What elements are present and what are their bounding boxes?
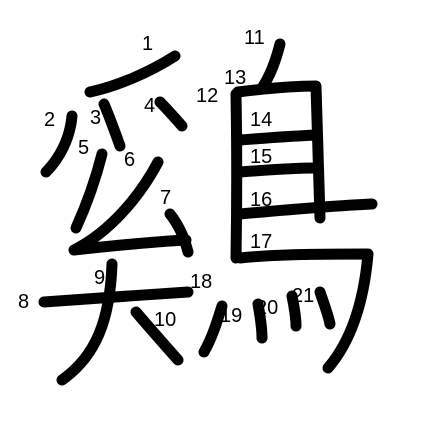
stroke-6	[68, 156, 192, 256]
stroke-number-8: 8	[18, 291, 29, 313]
stroke-number-16: 16	[250, 189, 272, 211]
stroke-18	[198, 300, 228, 358]
stroke-20	[286, 290, 302, 332]
stroke-14	[234, 129, 322, 146]
stroke-9	[56, 258, 118, 386]
stroke-number-11: 11	[244, 27, 265, 49]
stroke-3	[98, 98, 126, 152]
stroke-number-18: 18	[190, 271, 212, 293]
stroke-number-3: 3	[90, 107, 101, 129]
stroke-number-15: 15	[250, 146, 272, 168]
stroke-number-17: 17	[250, 231, 272, 253]
stroke-21	[314, 286, 336, 330]
stroke-number-7: 7	[160, 187, 171, 209]
stroke-number-1: 1	[142, 33, 153, 55]
stroke-number-4: 4	[144, 95, 155, 117]
stroke-5	[70, 148, 108, 234]
stroke-19	[252, 298, 268, 344]
stroke-number-21: 21	[292, 285, 314, 307]
stroke-4	[154, 96, 188, 132]
stroke-number-13: 13	[224, 67, 246, 89]
stroke-number-14: 14	[250, 109, 272, 131]
stroke-number-5: 5	[78, 137, 89, 159]
stroke-1	[84, 50, 181, 98]
stroke-7	[164, 208, 194, 258]
stroke-17	[234, 248, 374, 374]
stroke-16	[234, 198, 378, 220]
stroke-number-9: 9	[94, 267, 105, 289]
stroke-2	[40, 110, 78, 178]
stroke-number-10: 10	[154, 309, 176, 331]
stroke-15	[234, 162, 322, 178]
stroke-number-6: 6	[124, 149, 135, 171]
stroke-number-19: 19	[220, 305, 242, 327]
stroke-number-20: 20	[256, 297, 278, 319]
stroke-number-12: 12	[196, 85, 218, 107]
stroke-8	[38, 286, 194, 308]
stroke-10	[130, 306, 184, 366]
stroke-13	[232, 80, 326, 224]
stroke-11	[256, 38, 286, 94]
stroke-number-2: 2	[44, 109, 55, 131]
